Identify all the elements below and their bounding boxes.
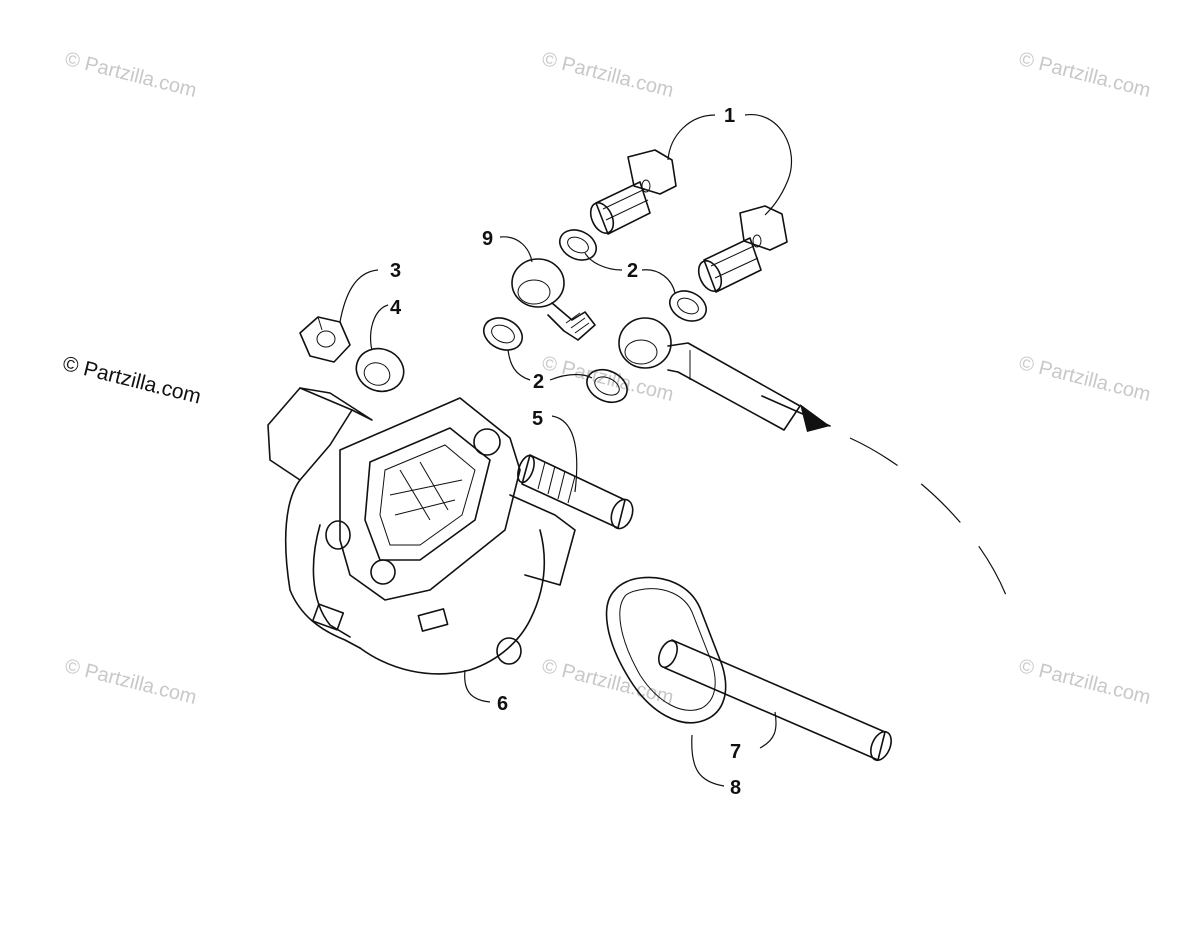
leader-5	[551, 415, 578, 493]
callout-8: 8	[730, 777, 741, 799]
callout-2: 2	[533, 371, 544, 393]
leader-3	[339, 269, 379, 323]
leader-2b	[641, 269, 676, 294]
callout-5: 5	[532, 408, 543, 430]
leader-1	[667, 114, 716, 161]
callout-3: 3	[390, 260, 401, 282]
leader-2d	[549, 373, 593, 381]
leader-4	[369, 304, 389, 351]
stud	[517, 454, 634, 530]
banjo-fitting	[511, 258, 596, 341]
leader-7	[759, 711, 777, 749]
callout-9: 9	[482, 228, 493, 250]
banjo-bolt-upper	[589, 149, 677, 235]
gasket	[605, 576, 727, 724]
callout-6: 6	[497, 693, 508, 715]
banjo-bolt-right	[697, 205, 788, 293]
leader-9	[499, 236, 533, 263]
leader-2c	[507, 349, 531, 381]
callout-7: 7	[730, 741, 741, 763]
hose-fitting	[618, 317, 831, 432]
flow-dashed-line	[849, 437, 1013, 613]
washer-group	[482, 229, 708, 404]
flat-washer	[355, 347, 405, 393]
leader-1b	[744, 114, 793, 216]
callout-4: 4	[390, 297, 402, 319]
tube-rod	[658, 639, 892, 762]
valve-housing	[267, 387, 576, 675]
leader-8	[691, 734, 725, 787]
leader-2a	[584, 252, 623, 271]
callout-2: 2	[627, 260, 638, 282]
leader-6	[464, 669, 491, 703]
hex-nut	[299, 316, 351, 363]
callout-1: 1	[724, 105, 735, 127]
